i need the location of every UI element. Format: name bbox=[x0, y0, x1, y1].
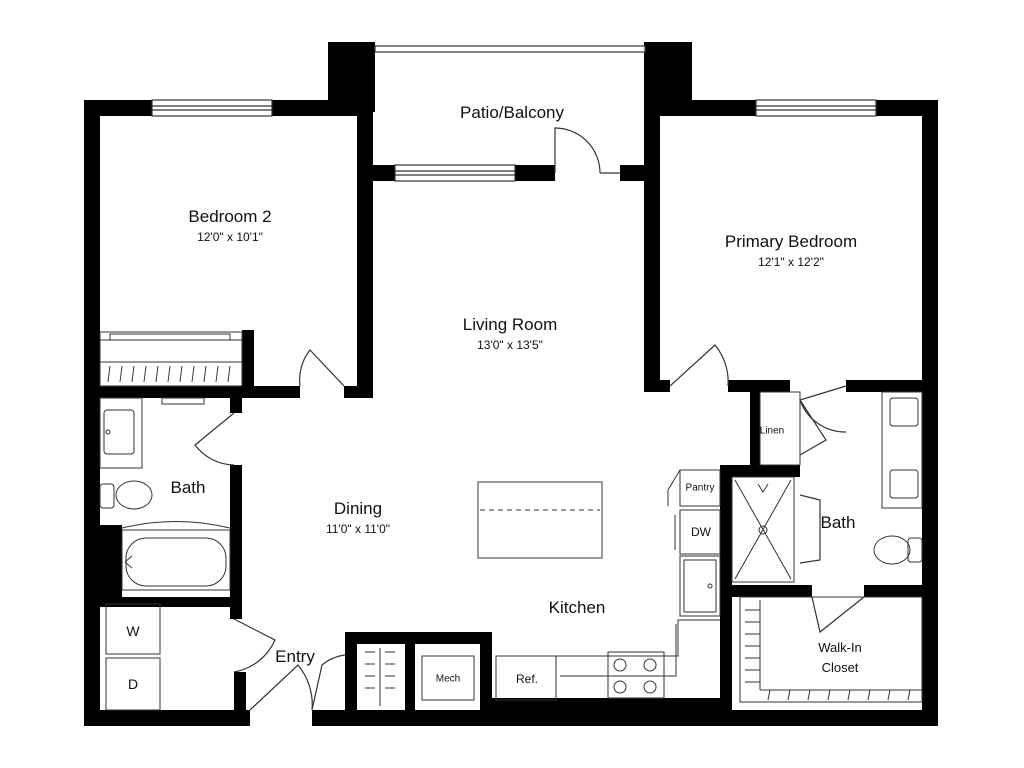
dryer-label: D bbox=[127, 676, 139, 692]
dw-label: DW bbox=[691, 525, 711, 539]
kitchen-sink bbox=[679, 555, 721, 617]
room-patio-name: Patio/Balcony bbox=[460, 103, 564, 122]
shower bbox=[731, 476, 795, 583]
room-entry-name: Entry bbox=[275, 647, 315, 666]
door-closet-entry bbox=[311, 654, 346, 711]
room-bath1-name: Bath bbox=[170, 478, 206, 497]
kitchen-island bbox=[477, 481, 603, 559]
room-living-name: Living Room bbox=[462, 315, 558, 334]
doors bbox=[194, 127, 865, 711]
mech-closet bbox=[421, 655, 475, 701]
washer-label: W bbox=[126, 623, 140, 639]
wall-top-bed2-left bbox=[84, 100, 152, 116]
linen-label: Linen bbox=[759, 425, 785, 437]
bath2-toilet bbox=[873, 535, 911, 565]
door-linen bbox=[799, 399, 827, 456]
bath1-vanity bbox=[99, 397, 143, 469]
room-closet: Walk-In Closet bbox=[818, 638, 862, 678]
room-dining: Dining 11'0" x 11'0" bbox=[326, 499, 390, 537]
room-living: Living Room 13'0" x 13'5" bbox=[463, 315, 558, 353]
wall-right bbox=[922, 100, 938, 726]
pantry-label: Pantry bbox=[685, 482, 715, 494]
door-patio bbox=[554, 127, 601, 174]
wall-living-primary bbox=[644, 100, 660, 390]
bath2-fixtures bbox=[731, 391, 923, 583]
wall-left-top bbox=[84, 100, 100, 525]
washer bbox=[105, 603, 161, 655]
closets bbox=[99, 331, 923, 706]
door-laundry bbox=[233, 618, 276, 673]
bedroom2-closet bbox=[99, 331, 243, 387]
room-dining-name: Dining bbox=[333, 499, 383, 518]
wall-bottom-left bbox=[84, 710, 250, 726]
bath1-toilet bbox=[115, 480, 153, 510]
bath1-sink bbox=[103, 409, 135, 455]
room-bath1: Bath bbox=[171, 478, 206, 498]
door-primary bbox=[669, 344, 729, 387]
wall-top-primary-right bbox=[876, 100, 937, 116]
room-patio: Patio/Balcony bbox=[460, 103, 564, 123]
room-kitchen-name: Kitchen bbox=[548, 598, 606, 617]
dryer bbox=[105, 657, 161, 711]
ref-label: Ref. bbox=[515, 672, 539, 686]
wall-left-bottom bbox=[84, 600, 100, 726]
room-primary-dims: 12'1" x 12'2" bbox=[758, 255, 824, 269]
windows bbox=[151, 45, 877, 182]
room-closet-line1: Walk-In bbox=[818, 640, 862, 655]
bathtub bbox=[121, 529, 231, 591]
door-shower bbox=[799, 494, 821, 564]
mech-label: Mech bbox=[435, 673, 461, 685]
door-closet bbox=[811, 596, 865, 634]
walk-in-closet bbox=[739, 596, 923, 703]
room-dining-dims: 11'0" x 11'0" bbox=[325, 522, 391, 536]
bath1-fixtures bbox=[99, 397, 231, 591]
kitchen-counters bbox=[495, 469, 721, 701]
wall-top-primary-left bbox=[644, 100, 756, 116]
bath2-vanity bbox=[881, 391, 923, 509]
room-bath2: Bath bbox=[821, 513, 856, 533]
wall-patio-right bbox=[515, 165, 555, 181]
wall-left-bathtub bbox=[84, 525, 122, 605]
room-bath2-name: Bath bbox=[820, 513, 856, 532]
window-living bbox=[394, 164, 516, 182]
door-bath2 bbox=[799, 385, 847, 433]
room-primary-name: Primary Bedroom bbox=[724, 232, 858, 251]
room-kitchen: Kitchen bbox=[549, 598, 606, 618]
room-primary: Primary Bedroom 12'1" x 12'2" bbox=[725, 232, 857, 270]
room-bedroom2: Bedroom 2 12'0" x 10'1" bbox=[188, 207, 271, 245]
exterior-walls bbox=[84, 42, 938, 726]
laundry bbox=[105, 603, 161, 711]
window-bedroom2 bbox=[151, 99, 273, 117]
room-bedroom2-dims: 12'0" x 10'1" bbox=[197, 230, 263, 244]
door-bath1 bbox=[194, 412, 235, 466]
patio-rail bbox=[374, 45, 646, 53]
interior-walls bbox=[100, 330, 938, 726]
room-entry: Entry bbox=[275, 647, 315, 667]
wall-bottom-kitchen bbox=[490, 698, 720, 726]
dishwasher bbox=[679, 509, 721, 555]
room-bedroom2-name: Bedroom 2 bbox=[188, 207, 272, 226]
wall-patio-left bbox=[373, 165, 395, 181]
cooktop bbox=[607, 651, 665, 699]
pantry bbox=[679, 469, 721, 507]
door-entry bbox=[249, 664, 313, 711]
window-primary bbox=[755, 99, 877, 117]
room-closet-line2: Closet bbox=[821, 660, 859, 675]
room-living-dims: 13'0" x 13'5" bbox=[477, 338, 543, 352]
door-bedroom2 bbox=[299, 349, 345, 387]
linen-closet bbox=[759, 391, 801, 466]
wall-bed2-living bbox=[357, 100, 373, 398]
